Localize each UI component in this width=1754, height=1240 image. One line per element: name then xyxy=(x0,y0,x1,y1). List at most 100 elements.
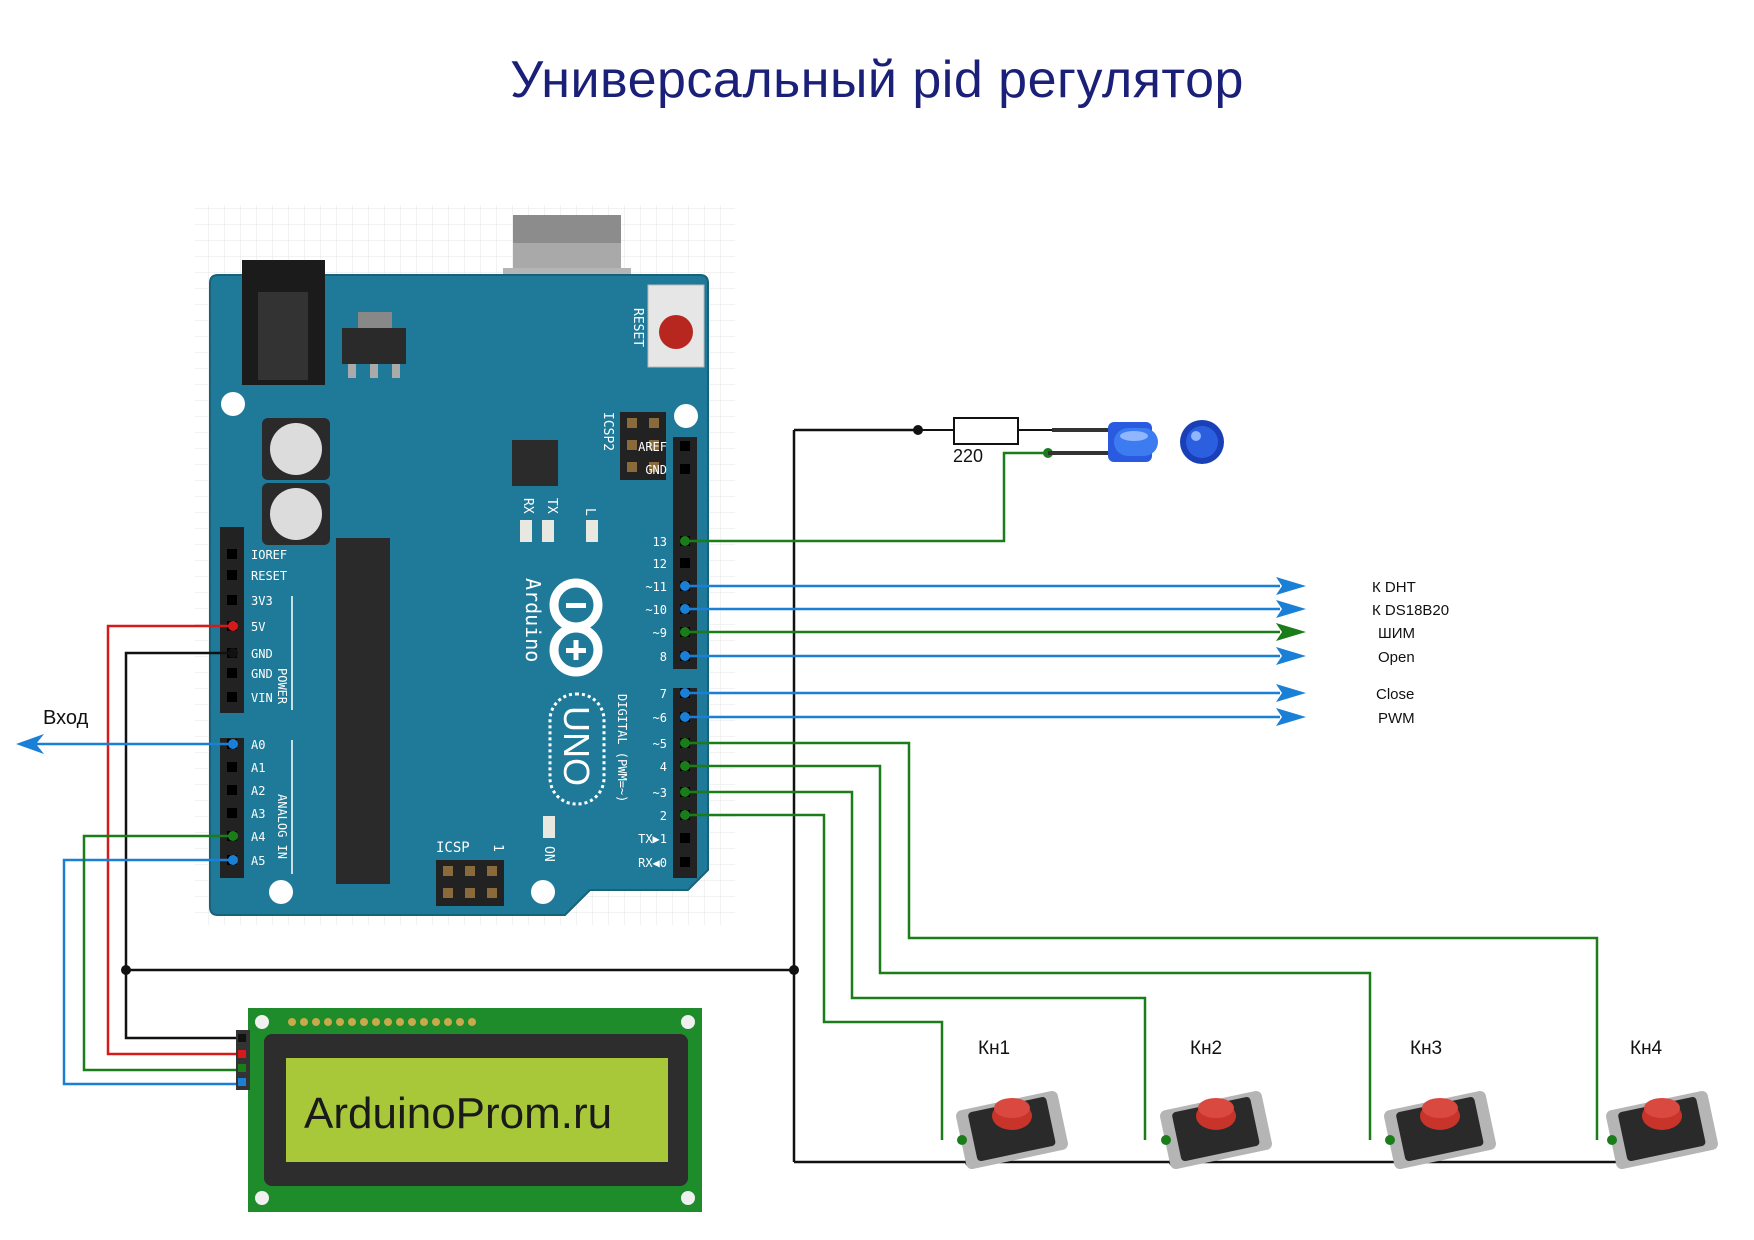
left-pin-label: A5 xyxy=(251,854,265,868)
output-arrow xyxy=(1276,600,1306,618)
output-label: ШИМ xyxy=(1378,625,1415,642)
pin-hole xyxy=(227,808,237,818)
usb-chip xyxy=(512,440,558,486)
lcd-header-pin xyxy=(288,1018,296,1026)
right-pin-label: ~5 xyxy=(653,737,667,751)
output-arrow xyxy=(1276,623,1306,641)
input-arrow xyxy=(16,734,44,754)
right-pin-label: TX▶1 xyxy=(638,832,667,846)
right-pin-label: ~3 xyxy=(653,786,667,800)
button-label: Кн3 xyxy=(1410,1038,1442,1059)
right-pin-label: 4 xyxy=(660,760,667,774)
lcd-header-pin xyxy=(456,1018,464,1026)
a4-wire xyxy=(82,834,248,1072)
right-pin-label: 13 xyxy=(653,535,667,549)
push-button xyxy=(1606,1090,1718,1170)
icsp-label: ICSP xyxy=(436,840,470,856)
pin-hole xyxy=(227,570,237,580)
lcd-header-pin xyxy=(420,1018,428,1026)
right-pin-label: ~11 xyxy=(645,580,667,594)
tx-led xyxy=(542,520,554,542)
lcd-header-pin xyxy=(444,1018,452,1026)
output-wires xyxy=(685,577,1306,726)
lcd-header-pin xyxy=(360,1018,368,1026)
pin-hole xyxy=(227,668,237,678)
icsp2-label: ICSP2 xyxy=(600,412,615,451)
mounting-hole xyxy=(674,404,698,428)
lcd-header-pin xyxy=(384,1018,392,1026)
left-pin-label: A0 xyxy=(251,738,265,752)
pin-hole xyxy=(227,762,237,772)
blue-led xyxy=(1108,422,1158,462)
5v-wire xyxy=(106,624,248,1056)
output-arrow xyxy=(1276,684,1306,702)
lcd-header-pin xyxy=(408,1018,416,1026)
left-pin-label: VIN xyxy=(251,691,273,705)
power-jack xyxy=(242,260,325,385)
output-label: PWM xyxy=(1378,710,1415,727)
left-pin-label: GND xyxy=(251,647,273,661)
right-pin-label: 2 xyxy=(660,809,667,823)
pin-hole xyxy=(227,692,237,702)
left-pin-label: A3 xyxy=(251,807,265,821)
right-pin-label: ~6 xyxy=(653,711,667,725)
output-label: Close xyxy=(1376,686,1414,703)
on-led xyxy=(543,816,555,838)
push-button xyxy=(956,1090,1068,1170)
right-pin-label: GND xyxy=(645,463,667,477)
right-pin-label: 8 xyxy=(660,650,667,664)
pin-hole xyxy=(227,549,237,559)
left-pin-label: A2 xyxy=(251,784,265,798)
output-label: Open xyxy=(1378,649,1415,666)
right-pin-label: AREF xyxy=(638,440,667,454)
rx-label: RX xyxy=(520,498,535,514)
lcd-header-pin xyxy=(312,1018,320,1026)
button-label: Кн2 xyxy=(1190,1038,1222,1059)
microcontroller-chip xyxy=(336,538,390,884)
output-arrow xyxy=(1276,577,1306,595)
lcd-display xyxy=(248,1008,702,1212)
right-pin-label: RX◀0 xyxy=(638,856,667,870)
uno-badge xyxy=(548,692,606,806)
push-button xyxy=(1160,1090,1272,1170)
lcd-header-pin xyxy=(324,1018,332,1026)
left-pin-label: RESET xyxy=(251,569,287,583)
power-group-label: POWER xyxy=(275,668,289,705)
button-label: Кн1 xyxy=(978,1038,1010,1059)
on-label: ON xyxy=(541,846,556,862)
rx-led xyxy=(520,520,532,542)
left-pin-label: IOREF xyxy=(251,548,287,562)
capacitor xyxy=(262,483,330,545)
right-pin-label: 7 xyxy=(660,687,667,701)
input-label: Вход xyxy=(43,707,89,729)
pin-hole xyxy=(680,464,690,474)
left-pin-label: 5V xyxy=(251,620,265,634)
digital-group-label: DIGITAL (PWM=~) xyxy=(615,694,629,802)
lcd-text: ArduinoProm.ru xyxy=(304,1089,612,1138)
pin-hole xyxy=(680,857,690,867)
right-pin-label: ~9 xyxy=(653,626,667,640)
lcd-header-pin xyxy=(348,1018,356,1026)
button-label: Кн4 xyxy=(1630,1038,1663,1059)
mounting-hole xyxy=(269,880,293,904)
mounting-hole xyxy=(221,392,245,416)
output-label: К DS18B20 xyxy=(1372,602,1449,619)
lcd-header-pin xyxy=(396,1018,404,1026)
arduino-logo xyxy=(549,578,603,677)
capacitor xyxy=(262,418,330,480)
lcd-header-pin xyxy=(300,1018,308,1026)
pin-hole xyxy=(227,785,237,795)
icsp-header xyxy=(436,860,504,906)
push-buttons: Кн1 Кн2 Кн3 Кн4 xyxy=(956,1038,1718,1170)
pin-hole xyxy=(680,558,690,568)
analog-group-label: ANALOG IN xyxy=(275,794,289,859)
arduino-brand-text: Arduino xyxy=(521,578,545,662)
lcd-header-pins xyxy=(288,1018,476,1026)
icsp2-header xyxy=(620,412,666,480)
right-pin-label: ~10 xyxy=(645,603,667,617)
output-arrow xyxy=(1276,647,1306,665)
reset-label: RESET xyxy=(630,308,645,347)
push-button xyxy=(1384,1090,1496,1170)
